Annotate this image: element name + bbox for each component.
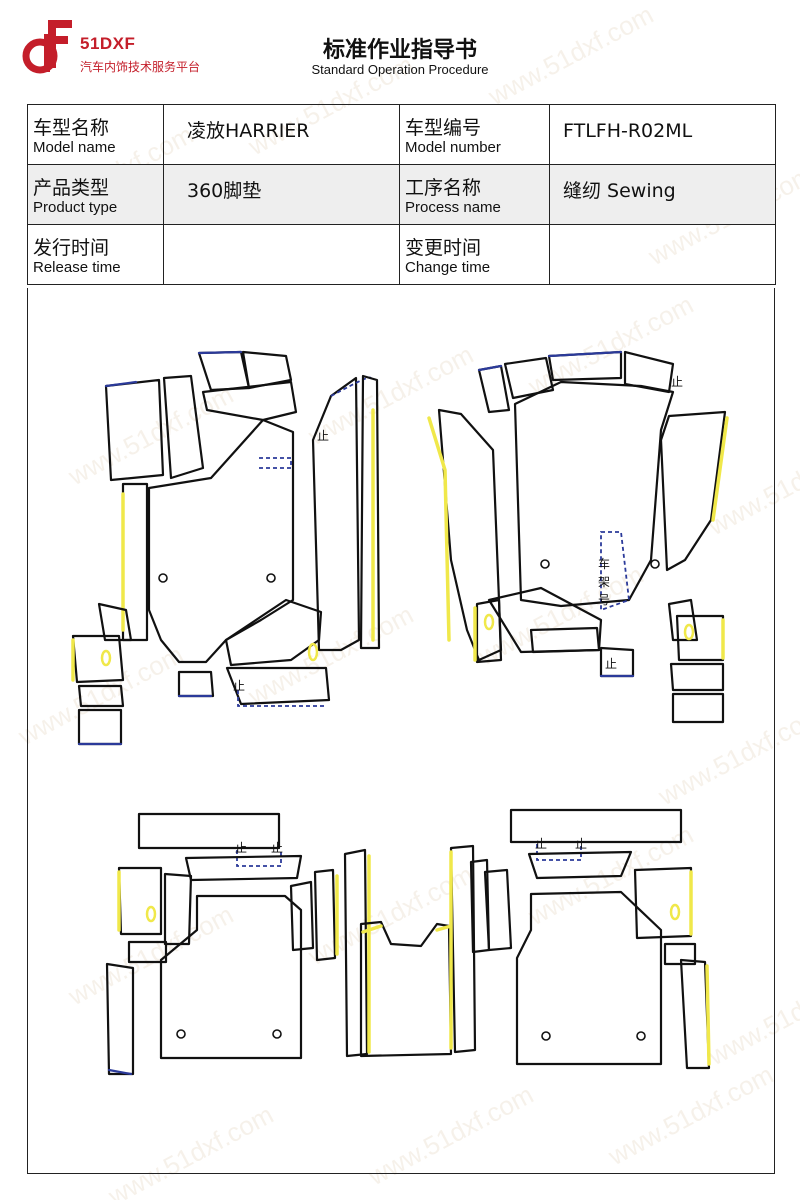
product-type-label-en: Product type — [33, 199, 118, 216]
svg-text:止: 止 — [535, 837, 547, 851]
info-row-time: 发行时间 Release time 变更时间 Change time — [27, 224, 776, 285]
process-name-value: 缝纫 Sewing — [563, 180, 676, 202]
process-name-label-cn: 工序名称 — [405, 177, 482, 199]
release-time-label-en: Release time — [33, 259, 121, 276]
info-row-product: 产品类型 Product type 360脚垫 工序名称 Process nam… — [27, 164, 776, 225]
product-type-value: 360脚垫 — [187, 180, 262, 202]
info-table: 车型名称 Model name 凌放HARRIER 车型编号 Model num… — [27, 104, 776, 285]
svg-text:止: 止 — [271, 841, 283, 855]
info-row-model: 车型名称 Model name 凌放HARRIER 车型编号 Model num… — [27, 104, 776, 165]
document-title: 标准作业指导书 — [322, 38, 477, 63]
model-number-value: FTLFH-R02ML — [563, 120, 693, 142]
product-type-label-cell: 产品类型 Product type — [27, 164, 164, 225]
model-number-label-cn: 车型编号 — [405, 117, 482, 139]
document-subtitle: Standard Operation Procedure — [311, 62, 489, 77]
change-time-label-cn: 变更时间 — [405, 237, 482, 259]
brand-logo-icon — [22, 20, 72, 74]
page-header: 51DXF 汽车内饰技术服务平台 标准作业指导书 Standard Operat… — [0, 0, 800, 100]
model-name-value-cell: 凌放HARRIER — [163, 104, 400, 165]
svg-text:止: 止 — [317, 429, 329, 443]
model-name-label-en: Model name — [33, 139, 116, 156]
model-number-value-cell: FTLFH-R02ML — [549, 104, 776, 165]
release-time-label-cn: 发行时间 — [33, 237, 110, 259]
change-time-value-cell — [549, 224, 776, 285]
pattern-diagram-area: 止 止 — [27, 288, 775, 1174]
brand-name: 51DXF — [80, 34, 136, 53]
model-name-value: 凌放HARRIER — [187, 120, 310, 142]
model-number-label-en: Model number — [405, 139, 501, 156]
svg-text:止: 止 — [605, 657, 617, 671]
rear-left-mat-group: 止 止 — [105, 812, 453, 1076]
change-time-label-en: Change time — [405, 259, 491, 276]
svg-text:止: 止 — [233, 679, 245, 693]
product-type-label-cn: 产品类型 — [33, 177, 110, 199]
process-name-label-cell: 工序名称 Process name — [399, 164, 550, 225]
frame-number-label-char1: 车 — [598, 556, 610, 571]
release-time-label-cell: 发行时间 Release time — [27, 224, 164, 285]
svg-text:止: 止 — [235, 841, 247, 855]
model-number-label-cell: 车型编号 Model number — [399, 104, 550, 165]
svg-text:止: 止 — [575, 837, 587, 851]
product-type-value-cell: 360脚垫 — [163, 164, 400, 225]
front-left-mat-group: 止 止 — [71, 350, 381, 746]
frame-number-label-char2: 架 — [598, 575, 610, 589]
release-time-value-cell — [163, 224, 400, 285]
front-right-mat-group: 车 架 号 止 止 — [427, 350, 729, 724]
process-name-value-cell: 缝纫 Sewing — [549, 164, 776, 225]
change-time-label-cell: 变更时间 Change time — [399, 224, 550, 285]
model-name-label-cn: 车型名称 — [33, 117, 110, 139]
frame-number-label-char3: 号 — [598, 593, 610, 607]
rear-right-mat-group: 止 止 — [449, 808, 711, 1070]
brand-tagline: 汽车内饰技术服务平台 — [80, 60, 201, 74]
svg-text:止: 止 — [671, 375, 683, 389]
process-name-label-en: Process name — [405, 199, 501, 216]
